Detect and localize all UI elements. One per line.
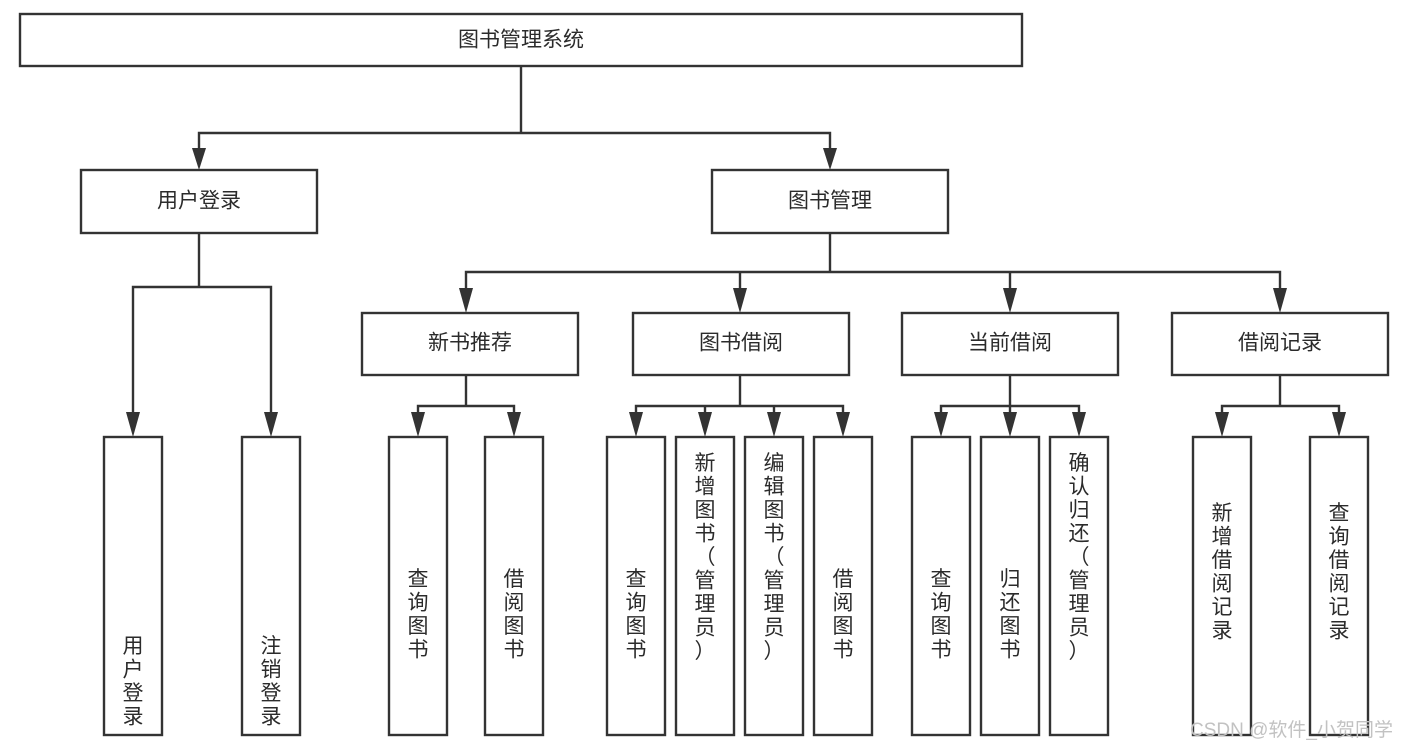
arrow-to-leaf-borrow-book-2 xyxy=(836,412,850,437)
arrow-to-current-borrow xyxy=(1003,288,1017,313)
arrow-to-leaf-confirm-return-admin xyxy=(1072,412,1086,437)
book-manage-box[interactable] xyxy=(710,168,950,235)
leaf-query-book-2-label: 查询图书 xyxy=(626,568,647,662)
connector-root-to-level2-bus xyxy=(197,64,832,152)
node-leaf-query-borrow-record[interactable]: 查询借阅记录 xyxy=(1308,435,1370,737)
node-leaf-add-borrow-record[interactable]: 新增借阅记录 xyxy=(1191,435,1253,737)
node-current-borrow[interactable]: 当前借阅 xyxy=(900,311,1120,377)
node-leaf-borrow-book-1[interactable]: 借阅图书 xyxy=(483,435,545,737)
book-manage-label: 图书管理 xyxy=(788,190,872,213)
arrow-to-leaf-query-borrow-record xyxy=(1332,412,1346,437)
new-book-rec-box[interactable] xyxy=(360,311,580,377)
book-borrow-box[interactable] xyxy=(631,311,851,377)
connector-borrow-record-to-leaves xyxy=(1220,373,1341,416)
leaf-query-book-1-label: 查询图书 xyxy=(408,568,429,662)
root-label: 图书管理系统 xyxy=(458,29,584,52)
arrow-to-user-login xyxy=(192,148,206,170)
leaf-confirm-return-admin-box[interactable] xyxy=(1048,435,1110,737)
leaf-query-book-3-box[interactable] xyxy=(910,435,972,737)
new-book-rec-label: 新书推荐 xyxy=(428,332,512,355)
leaf-layer: 用户登录 注销登录 查询图书 借阅图书 查询图书 新增图书（管理员） xyxy=(102,435,1370,737)
node-leaf-edit-book-admin[interactable]: 编辑图书（管理员） xyxy=(743,435,805,737)
leaf-logout-login-label: 注销登录 xyxy=(261,635,282,729)
connector-current-borrow-to-leaves xyxy=(939,373,1081,416)
arrow-to-leaf-query-book-2 xyxy=(629,412,643,437)
leaf-edit-book-admin-box[interactable] xyxy=(743,435,805,737)
leaf-add-book-admin-label: 新增图书（管理员） xyxy=(695,452,716,663)
arrow-to-book-borrow xyxy=(733,288,747,313)
node-leaf-return-book[interactable]: 归还图书 xyxy=(979,435,1041,737)
leaf-borrow-book-1-label: 借阅图书 xyxy=(504,568,525,662)
leaf-borrow-book-2-label: 借阅图书 xyxy=(833,568,854,662)
leaf-query-book-2-box[interactable] xyxy=(605,435,667,737)
root-box[interactable] xyxy=(18,12,1024,68)
user-login-label: 用户登录 xyxy=(157,190,241,213)
node-leaf-query-book-2[interactable]: 查询图书 xyxy=(605,435,667,737)
leaf-add-borrow-record-box[interactable] xyxy=(1191,435,1253,737)
node-leaf-borrow-book-2[interactable]: 借阅图书 xyxy=(812,435,874,737)
leaf-user-login-box[interactable] xyxy=(102,435,164,737)
node-leaf-user-login[interactable]: 用户登录 xyxy=(102,435,164,737)
leaf-borrow-book-2-box[interactable] xyxy=(812,435,874,737)
arrow-to-leaf-return-book xyxy=(1003,412,1017,437)
node-leaf-confirm-return-admin[interactable]: 确认归还（管理员） xyxy=(1048,435,1110,737)
arrow-to-borrow-record xyxy=(1273,288,1287,313)
arrow-to-leaf-add-borrow-record xyxy=(1215,412,1229,437)
leaf-query-borrow-record-box[interactable] xyxy=(1308,435,1370,737)
connector-layer xyxy=(126,64,1346,437)
leaf-return-book-box[interactable] xyxy=(979,435,1041,737)
leaf-query-borrow-record-label: 查询借阅记录 xyxy=(1329,502,1350,643)
leaf-add-borrow-record-label: 新增借阅记录 xyxy=(1212,502,1233,643)
connector-book-borrow-to-leaves xyxy=(634,373,845,416)
leaf-query-book-3-label: 查询图书 xyxy=(931,568,952,662)
node-leaf-query-book-1[interactable]: 查询图书 xyxy=(387,435,449,737)
current-borrow-box[interactable] xyxy=(900,311,1120,377)
connector-user-login-to-leaves xyxy=(131,231,273,416)
node-root[interactable]: 图书管理系统 xyxy=(18,12,1024,68)
leaf-return-book-label: 归还图书 xyxy=(1000,568,1021,662)
book-borrow-label: 图书借阅 xyxy=(699,332,783,355)
arrow-to-leaf-edit-book-admin xyxy=(767,412,781,437)
connector-new-book-rec-to-leaves xyxy=(416,373,516,416)
node-leaf-add-book-admin[interactable]: 新增图书（管理员） xyxy=(674,435,736,737)
leaf-user-login-label: 用户登录 xyxy=(123,635,144,729)
arrow-to-leaf-borrow-book-1 xyxy=(507,412,521,437)
connector-book-manage-to-level3-bus xyxy=(464,231,1282,292)
borrow-record-label: 借阅记录 xyxy=(1238,332,1322,355)
arrow-to-book-manage xyxy=(823,148,837,170)
leaf-edit-book-admin-label: 编辑图书（管理员） xyxy=(764,452,785,663)
borrow-record-box[interactable] xyxy=(1170,311,1390,377)
node-book-borrow[interactable]: 图书借阅 xyxy=(631,311,851,377)
leaf-logout-login-box[interactable] xyxy=(240,435,302,737)
leaf-add-book-admin-box[interactable] xyxy=(674,435,736,737)
csdn-watermark: CSDN @软件_小贺同学 xyxy=(1190,719,1393,741)
arrow-to-new-book-rec xyxy=(459,288,473,313)
user-login-box[interactable] xyxy=(79,168,319,235)
node-book-manage[interactable]: 图书管理 xyxy=(710,168,950,235)
leaf-confirm-return-admin-label: 确认归还（管理员） xyxy=(1069,452,1090,663)
leaf-borrow-book-1-box[interactable] xyxy=(483,435,545,737)
node-leaf-logout-login[interactable]: 注销登录 xyxy=(240,435,302,737)
node-leaf-query-book-3[interactable]: 查询图书 xyxy=(910,435,972,737)
current-borrow-label: 当前借阅 xyxy=(968,332,1052,355)
node-new-book-rec[interactable]: 新书推荐 xyxy=(360,311,580,377)
node-borrow-record[interactable]: 借阅记录 xyxy=(1170,311,1390,377)
arrow-to-leaf-user-login xyxy=(126,412,140,437)
arrow-to-leaf-query-book-3 xyxy=(934,412,948,437)
node-user-login[interactable]: 用户登录 xyxy=(79,168,319,235)
arrow-to-leaf-query-book-1 xyxy=(411,412,425,437)
leaf-query-book-1-box[interactable] xyxy=(387,435,449,737)
arrow-to-leaf-add-book-admin xyxy=(698,412,712,437)
arrow-to-leaf-logout-login xyxy=(264,412,278,437)
